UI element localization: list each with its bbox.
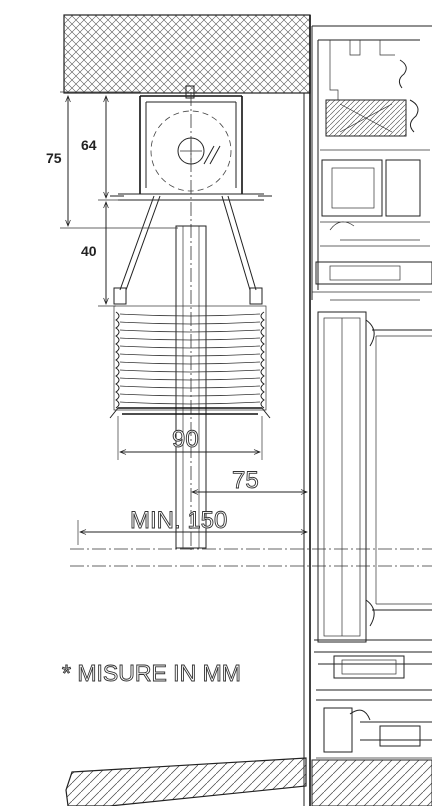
dim-90-label: 90 (172, 426, 199, 453)
dim-75-vertical-label: 75 (46, 150, 62, 166)
dim-64-label: 64 (81, 137, 97, 153)
slat-line (119, 353, 261, 357)
window-sill (65, 757, 307, 806)
lintel-block (63, 14, 311, 94)
slat-line (119, 313, 261, 317)
centerlines (70, 92, 432, 567)
slat-line (119, 377, 261, 381)
slat-line (119, 361, 261, 365)
dimension-labels: 64 75 40 90 75 MIN. 150 (46, 137, 259, 534)
slat-line (119, 337, 261, 341)
dim-75-horizontal-label: 75 (232, 467, 259, 494)
slat-line (119, 385, 261, 389)
dim-min-150-label: MIN. 150 (130, 507, 227, 534)
hanger-straps (113, 195, 263, 305)
slat-line (119, 401, 261, 405)
window-frame-profiles (303, 15, 432, 806)
slat-line (119, 393, 261, 397)
slat-line (119, 345, 261, 349)
measurement-note: * MISURE IN MM (62, 660, 241, 686)
slat-line (119, 321, 261, 325)
slat-line (119, 369, 261, 373)
dim-40-label: 40 (81, 243, 97, 259)
rolled-slats (109, 305, 271, 419)
slat-line (119, 329, 261, 333)
dimension-lines (60, 91, 308, 545)
